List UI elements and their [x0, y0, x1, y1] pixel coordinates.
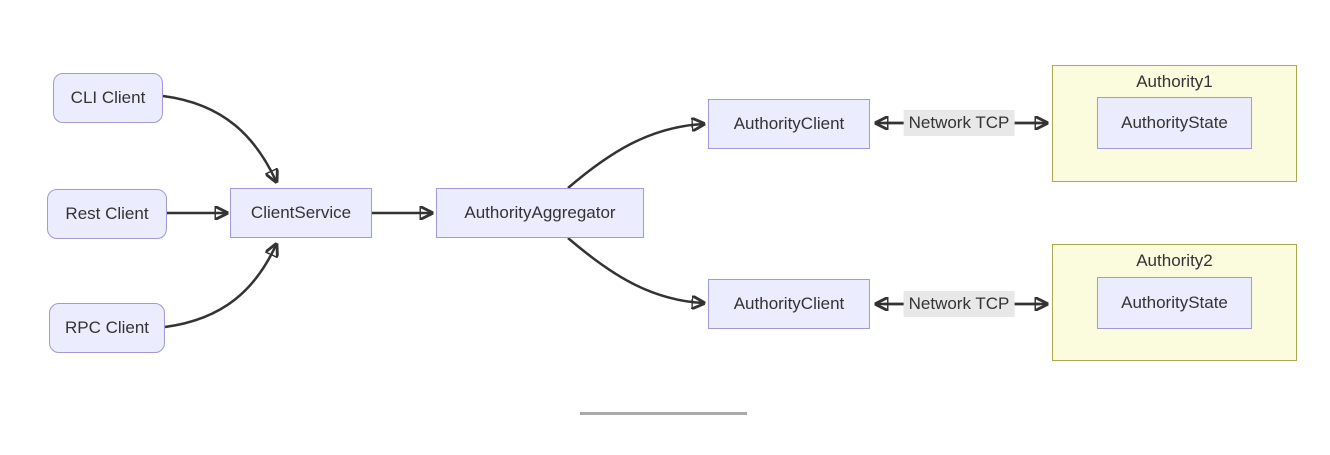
edge-aggregator-to-authority-client-2	[567, 237, 703, 303]
cluster-authority1-title: Authority1	[1136, 72, 1213, 91]
edge-rpc-client-to-client-service	[164, 245, 276, 329]
node-authority-state-2: AuthorityState	[1097, 277, 1252, 329]
bottom-divider-line	[580, 412, 747, 415]
node-rest-client: Rest Client	[47, 189, 167, 239]
node-authority-client-1: AuthorityClient	[708, 99, 870, 149]
edge-cli-client-to-client-service	[162, 94, 276, 181]
edge-label-network-tcp-1: Network TCP	[903, 110, 1015, 136]
node-cli-client: CLI Client	[53, 73, 163, 123]
node-rpc-client: RPC Client	[49, 303, 165, 353]
node-authority-client-2: AuthorityClient	[708, 279, 870, 329]
node-authority-state-1: AuthorityState	[1097, 97, 1252, 149]
edge-aggregator-to-authority-client-1	[567, 124, 703, 189]
node-client-service: ClientService	[230, 188, 372, 238]
edge-label-network-tcp-2: Network TCP	[903, 291, 1015, 317]
cluster-authority2-title: Authority2	[1136, 251, 1213, 270]
node-authority-aggregator: AuthorityAggregator	[436, 188, 644, 238]
